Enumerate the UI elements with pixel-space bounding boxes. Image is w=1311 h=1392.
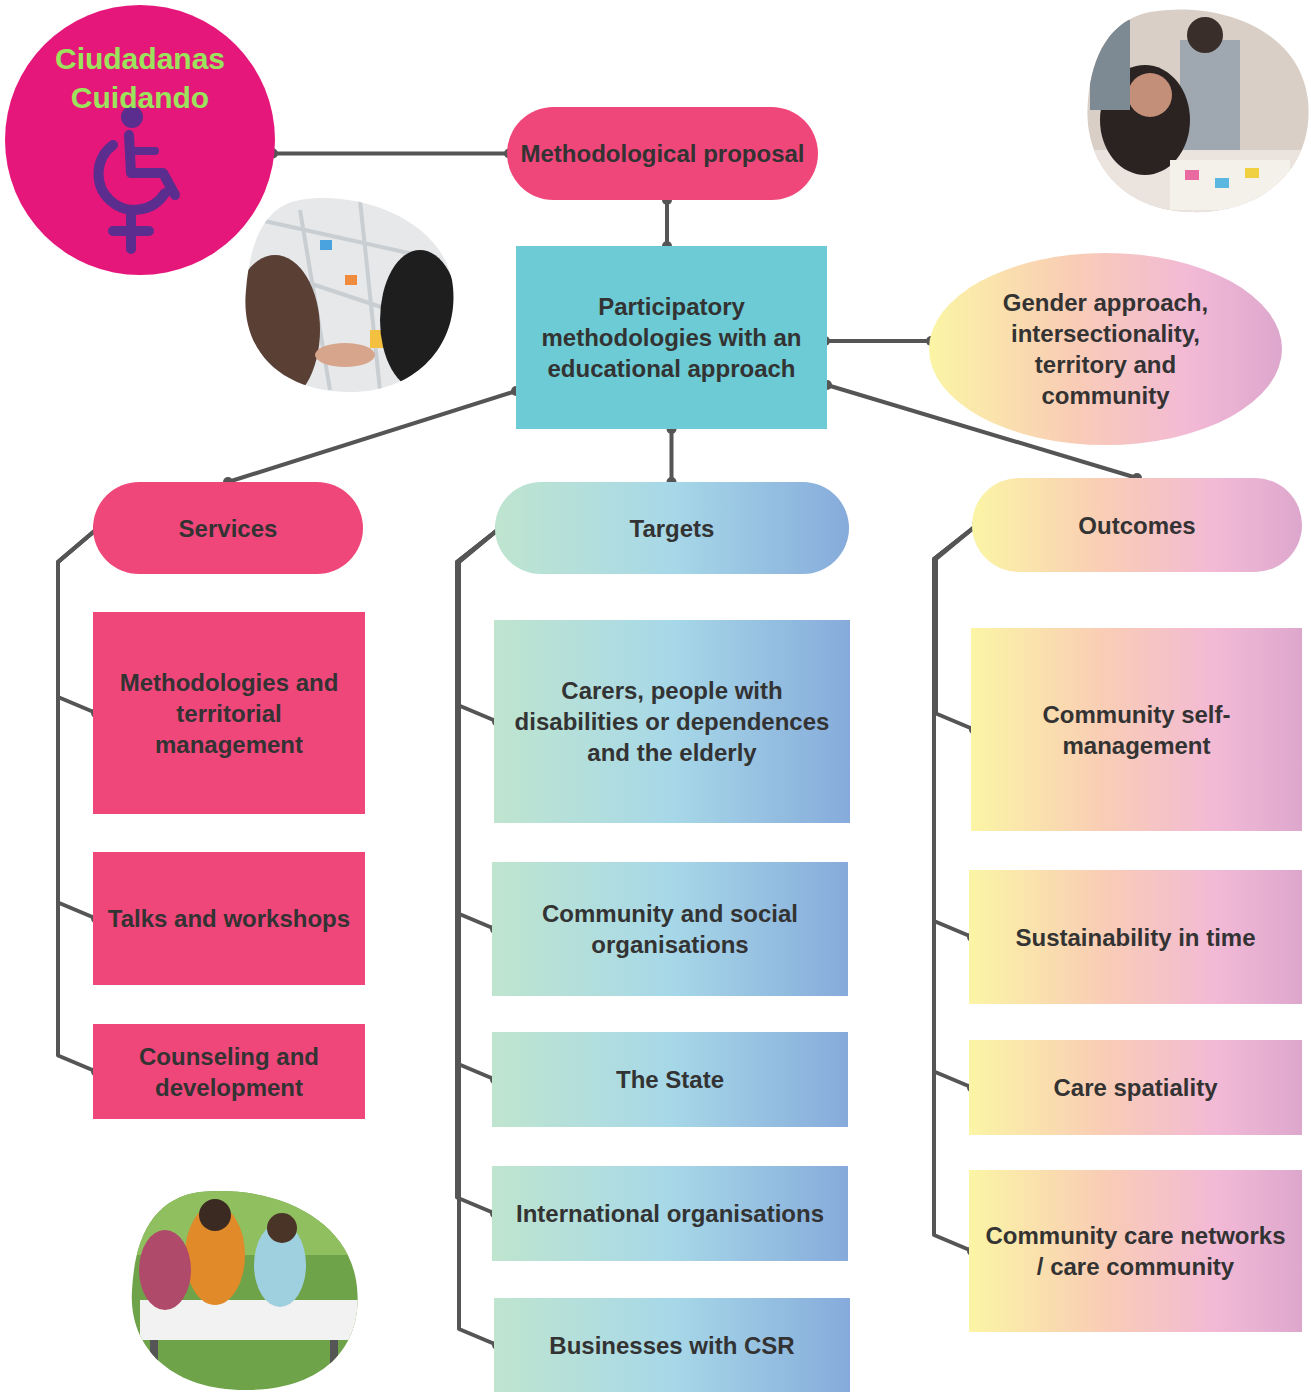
map-photo	[230, 190, 460, 405]
connector-line	[825, 339, 931, 343]
node-content: Businesses with CSR	[494, 1298, 850, 1392]
outcome-box: Sustainability in time	[969, 870, 1302, 1004]
target-box: International organisations	[492, 1166, 848, 1261]
target-box: Businesses with CSR	[494, 1298, 850, 1392]
node-label: Targets	[630, 513, 715, 544]
ellipse-shape	[929, 253, 1282, 445]
node-content: Methodological proposal	[507, 107, 818, 200]
connector-line	[273, 152, 509, 156]
node-label: The State	[616, 1064, 724, 1095]
node-content: Methodologies and territorial management	[93, 612, 365, 814]
connector-line	[228, 391, 516, 482]
node-content: Sustainability in time	[969, 870, 1302, 1004]
connector-line	[58, 528, 98, 1072]
node-content: Ciudadanas Cuidando	[5, 5, 275, 275]
category-pill: Services	[93, 482, 363, 574]
service-box: Methodologies and territorial management	[93, 612, 365, 814]
node-content: Services	[93, 482, 363, 574]
node-content: Community and social organisations	[492, 862, 848, 996]
connector-line	[58, 528, 98, 919]
ellipse-fill	[929, 253, 1282, 445]
node-label: International organisations	[516, 1198, 824, 1229]
park-photo	[125, 1185, 365, 1392]
node-content: Care spatiality	[969, 1040, 1302, 1135]
approach-ellipse: Gender approach, intersectionality, terr…	[929, 253, 1282, 445]
service-box: Talks and workshops	[93, 852, 365, 985]
workshop-photo	[1080, 0, 1311, 220]
node-content: Gender approach, intersectionality, terr…	[929, 253, 1282, 445]
outcome-box: Community self-management	[971, 628, 1302, 831]
node-label: Services	[179, 513, 278, 544]
node-content: Carers, people with disabilities or depe…	[494, 620, 850, 823]
node-label: Participatory methodologies with an educ…	[528, 291, 815, 384]
node-content: The State	[492, 1032, 848, 1127]
proposal-pill: Methodological proposal	[507, 107, 818, 200]
target-box: Community and social organisations	[492, 862, 848, 996]
node-label: Outcomes	[1078, 510, 1195, 541]
node-label: Care spatiality	[1053, 1072, 1217, 1103]
node-label: Carers, people with disabilities or depe…	[506, 675, 838, 768]
node-content: Community care networks / care community	[969, 1170, 1302, 1332]
node-content: Targets	[495, 482, 849, 574]
logo-disc	[5, 5, 275, 275]
category-pill: Targets	[495, 482, 849, 574]
node-content: Outcomes	[972, 478, 1302, 572]
outcome-box: Care spatiality	[969, 1040, 1302, 1135]
node-label: Ciudadanas Cuidando	[45, 39, 235, 117]
node-label: Community and social organisations	[504, 898, 836, 960]
node-content: International organisations	[492, 1166, 848, 1261]
node-content: Community self-management	[971, 628, 1302, 831]
node-label: Community self-management	[983, 699, 1290, 761]
connector-line	[665, 200, 669, 246]
node-content: Talks and workshops	[93, 852, 365, 985]
node-label: Sustainability in time	[1015, 922, 1255, 953]
core-box: Participatory methodologies with an educ…	[516, 246, 827, 429]
node-label: Gender approach, intersectionality, terr…	[975, 287, 1236, 411]
logo-circle: Ciudadanas Cuidando	[5, 5, 275, 275]
outcome-box: Community care networks / care community	[969, 1170, 1302, 1332]
category-pill: Outcomes	[972, 478, 1302, 572]
node-label: Community care networks / care community	[981, 1220, 1290, 1282]
node-label: Counseling and development	[105, 1041, 353, 1103]
node-label: Methodological proposal	[520, 138, 804, 169]
target-box: Carers, people with disabilities or depe…	[494, 620, 850, 823]
node-label: Methodologies and territorial management	[105, 667, 353, 760]
connector-line	[670, 429, 674, 482]
target-box: The State	[492, 1032, 848, 1127]
service-box: Counseling and development	[93, 1024, 365, 1119]
care-symbol	[99, 106, 175, 249]
node-content: Counseling and development	[93, 1024, 365, 1119]
node-label: Businesses with CSR	[549, 1330, 794, 1361]
node-label: Talks and workshops	[108, 903, 350, 934]
node-content: Participatory methodologies with an educ…	[516, 246, 827, 429]
